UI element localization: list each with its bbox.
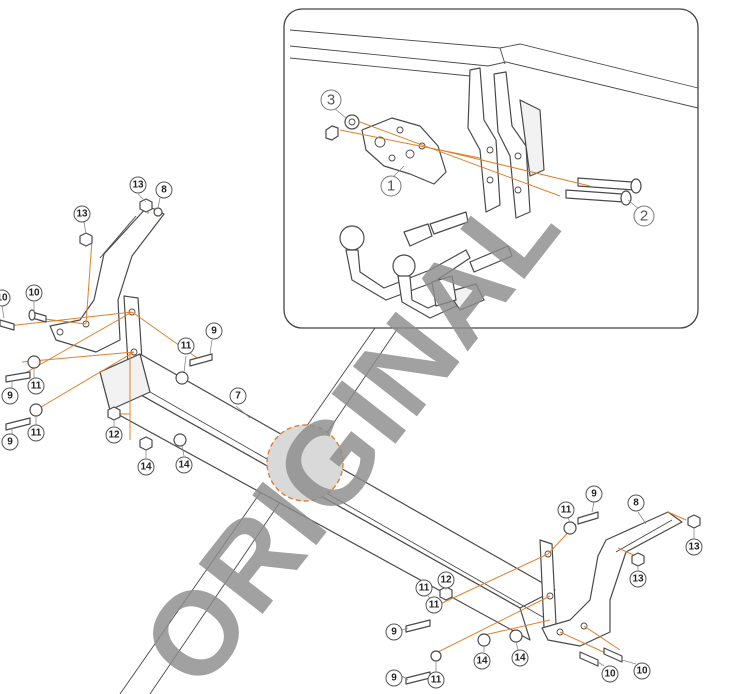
svg-text:11: 11 (181, 341, 192, 352)
svg-text:10: 10 (28, 288, 40, 299)
inset-callout-1: 1 (380, 175, 402, 197)
callout-12: 12 (105, 426, 123, 444)
callout-11: 11 (27, 424, 45, 442)
right-mount-plate (539, 539, 557, 629)
inset-bolts (565, 177, 642, 206)
detachable-neck (392, 245, 513, 319)
callout-11: 11 (27, 377, 45, 395)
svg-text:13: 13 (76, 209, 88, 220)
callout-10: 10 (0, 289, 11, 307)
magnifier-lines (119, 327, 399, 694)
callout-10: 10 (601, 665, 619, 683)
svg-text:9: 9 (7, 437, 13, 448)
callout-13: 13 (629, 570, 647, 588)
inset-panel (283, 8, 699, 329)
svg-text:8: 8 (161, 185, 167, 196)
svg-text:13: 13 (688, 542, 700, 553)
callout-10: 10 (25, 284, 43, 302)
inset-guides (339, 121, 591, 197)
svg-text:11: 11 (31, 381, 42, 392)
callout-12: 12 (437, 571, 455, 589)
svg-text:14: 14 (514, 653, 526, 664)
rail-bracket-left (467, 67, 501, 213)
callout-11: 11 (425, 596, 443, 614)
callout-11: 11 (415, 579, 433, 597)
callout-9: 9 (1, 433, 19, 451)
svg-text:10: 10 (0, 293, 8, 304)
svg-text:12: 12 (440, 575, 452, 586)
inset-callout-2: 2 (633, 205, 655, 227)
svg-text:9: 9 (391, 627, 397, 638)
callout-11: 11 (177, 337, 195, 355)
callout-13: 13 (685, 538, 703, 556)
callout-9: 9 (585, 485, 603, 503)
callout-13: 13 (73, 205, 91, 223)
svg-text:10: 10 (636, 666, 648, 677)
inset-nut-washer (325, 114, 360, 141)
callout-9: 9 (385, 623, 403, 641)
svg-text:14: 14 (178, 460, 190, 471)
assembly-guides (7, 206, 687, 657)
chassis-rail (289, 29, 699, 109)
callout-11: 11 (557, 501, 575, 519)
inset-callout-3: 3 (320, 89, 342, 111)
callout-9: 9 (385, 669, 403, 687)
callout-10: 10 (633, 662, 651, 680)
callout-14: 14 (511, 649, 529, 667)
callout-9: 9 (1, 387, 19, 405)
right-side-bracket (541, 511, 683, 647)
svg-text:7: 7 (235, 391, 241, 402)
svg-text:3: 3 (327, 92, 335, 109)
svg-text:14: 14 (140, 462, 152, 473)
svg-text:11: 11 (31, 428, 42, 439)
svg-text:8: 8 (633, 498, 639, 509)
svg-text:11: 11 (431, 675, 442, 686)
svg-text:12: 12 (108, 430, 120, 441)
callout-9: 9 (205, 322, 223, 340)
callout-11: 11 (427, 671, 445, 689)
callout-14: 14 (137, 458, 155, 476)
svg-text:1: 1 (387, 178, 395, 195)
fasteners (0, 198, 701, 685)
svg-text:11: 11 (429, 600, 440, 611)
callout-labels: 10 10 13 8 13 11 9 11 9 11 9 11 9 7 12 1… (0, 176, 703, 689)
svg-text:9: 9 (591, 489, 597, 500)
svg-text:2: 2 (640, 208, 648, 225)
left-side-bracket (49, 205, 165, 353)
tow-ball (339, 211, 471, 301)
svg-text:11: 11 (561, 505, 572, 516)
svg-text:11: 11 (419, 583, 430, 594)
magnifier-detail (266, 424, 344, 502)
svg-text:10: 10 (604, 669, 616, 680)
callout-8: 8 (627, 494, 645, 512)
svg-text:13: 13 (632, 574, 644, 585)
inset-callouts: 3 1 2 (320, 89, 655, 227)
callout-8: 8 (155, 181, 173, 199)
svg-text:9: 9 (391, 673, 397, 684)
svg-text:9: 9 (7, 391, 13, 402)
callout-7: 7 (229, 387, 247, 405)
svg-text:9: 9 (211, 326, 217, 337)
svg-text:13: 13 (132, 180, 144, 191)
svg-text:14: 14 (476, 656, 488, 667)
callout-13: 13 (129, 176, 147, 194)
callout-14: 14 (473, 652, 491, 670)
callout-14: 14 (175, 456, 193, 474)
